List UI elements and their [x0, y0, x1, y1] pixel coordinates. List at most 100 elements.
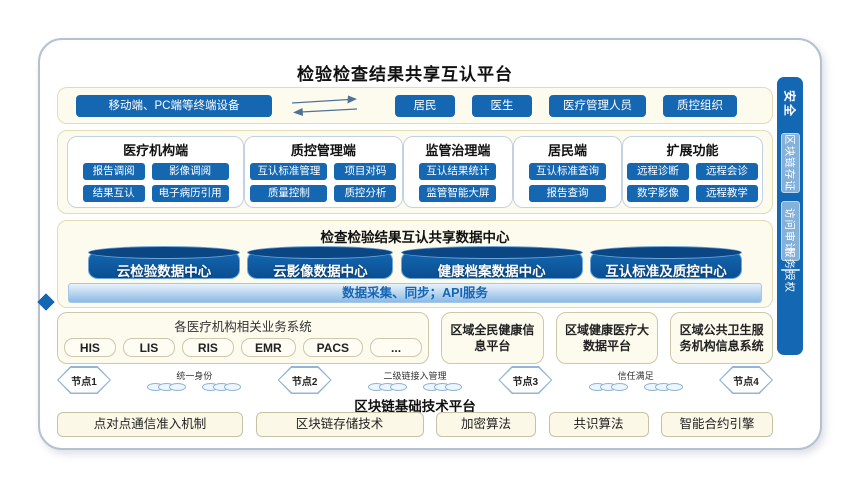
sync-arrows-icon: [291, 95, 358, 116]
component-box: 区块链存储技术: [255, 412, 424, 437]
hospital-systems-list: HIS LIS RIS EMR PACS...: [63, 338, 423, 357]
system-chip: PACS: [302, 338, 364, 357]
terminal-band: 移动端、PC端等终端设备 居民医生医疗管理人员质控组织: [57, 87, 773, 124]
node-label: 节点4: [720, 367, 772, 393]
component-box: 点对点通信准入机制: [57, 412, 243, 437]
node-label: 节点2: [279, 367, 331, 393]
chain-segment: 统一身份: [111, 369, 278, 391]
card-action-button[interactable]: 报告调阅: [82, 163, 145, 180]
chain-label: 统一身份: [176, 371, 213, 381]
client-card-title: 监管治理端: [425, 143, 491, 158]
security-label: 安全: [782, 89, 797, 119]
chain-segment: 信任满足: [552, 369, 719, 391]
chain-link-icon: [224, 383, 242, 391]
card-action-button[interactable]: 影像调阅: [151, 163, 229, 180]
data-center-title: 检查检验结果互认共享数据中心: [320, 230, 510, 245]
chain-links: [368, 383, 462, 391]
card-action-button[interactable]: 互认结果统计: [419, 163, 497, 180]
node-hexagon: 节点1: [57, 366, 111, 394]
data-cylinder[interactable]: 健康档案数据中心: [400, 246, 583, 279]
hospital-systems-box: 各医疗机构相关业务系统 HIS LIS RIS EMR PACS...: [57, 312, 429, 364]
data-cylinder-label: 云检验数据中心: [116, 264, 212, 279]
regional-platform-box: 区域全民健康信息平台: [441, 312, 544, 364]
client-card: 质控管理端互认标准管理项目对码质量控制质控分析: [244, 136, 403, 208]
system-chip: RIS: [181, 338, 234, 357]
component-box: 共识算法: [548, 412, 649, 437]
card-action-button[interactable]: 电子病历引用: [151, 185, 229, 202]
component-box: 智能合约引擎: [661, 412, 773, 437]
data-cylinder-label: 健康档案数据中心: [437, 264, 546, 279]
client-cards-band: 医疗机构端报告调阅影像调阅结果互认电子病历引用质控管理端互认标准管理项目对码质量…: [57, 130, 773, 214]
api-service-bar: 数据采集、同步；API服务: [68, 283, 762, 303]
client-card-buttons: 远程诊断远程会诊数字影像远程教学: [626, 163, 758, 202]
node-label: 节点1: [58, 367, 110, 393]
client-card-buttons: 互认标准管理项目对码质量控制质控分析: [250, 163, 397, 202]
data-cylinder[interactable]: 互认标准及质控中心: [589, 246, 742, 279]
data-cylinders: 云检验数据中心 云影像数据中心 健康档案数据中心 互认标准及质控中心: [88, 246, 742, 279]
role-button[interactable]: 医疗管理人员: [549, 94, 646, 117]
card-action-button[interactable]: 远程诊断: [626, 163, 689, 180]
card-action-button[interactable]: 项目对码: [334, 163, 397, 180]
security-item-label: 服务授权: [783, 247, 796, 293]
chain-link-icon: [445, 383, 462, 391]
node-label: 节点3: [499, 367, 551, 393]
component-box: 加密算法: [436, 412, 536, 437]
role-button[interactable]: 医生: [472, 94, 532, 117]
chain-links: [147, 383, 242, 391]
system-chip: EMR: [240, 338, 296, 357]
chain-segment: 二级链接入管理: [332, 369, 499, 391]
role-button[interactable]: 居民: [395, 94, 455, 117]
regional-platform-box: 区域健康医疗大数据平台: [555, 312, 659, 364]
card-action-button[interactable]: 报告查询: [529, 185, 607, 202]
page-title: 检验检查结果共享互认平台: [297, 65, 513, 84]
client-card-buttons: 互认标准查询报告查询: [529, 163, 607, 202]
card-action-button[interactable]: 互认标准查询: [529, 163, 607, 180]
node-hexagon: 节点4: [719, 366, 774, 394]
system-chip: HIS: [63, 338, 116, 357]
chain-link-group: [423, 383, 462, 391]
regional-platform-box: 区域公共卫生服务机构信息系统: [670, 312, 774, 364]
card-action-button[interactable]: 质量控制: [250, 185, 328, 202]
card-action-button[interactable]: 数字影像: [626, 185, 689, 202]
card-action-button[interactable]: 互认标准管理: [250, 163, 328, 180]
data-center-band: 检查检验结果互认共享数据中心 云检验数据中心 云影像数据中心 健康档案数据中心 互认标…: [57, 220, 773, 308]
data-cylinder-label: 云影像数据中心: [273, 264, 368, 279]
client-card-title: 医疗机构端: [123, 143, 189, 158]
system-chip: ...: [370, 338, 423, 357]
chain-link-icon: [610, 383, 628, 391]
chain-link-group: [368, 383, 407, 391]
card-action-button[interactable]: 监管智能大屏: [419, 185, 497, 202]
hospital-systems-title: 各医疗机构相关业务系统: [174, 320, 312, 334]
platform-frame: 检验检查结果共享互认平台 移动端、PC端等终端设备 居民医生医疗管理人员质控组织…: [37, 38, 822, 450]
connector-diamond: [37, 293, 55, 311]
data-cylinder[interactable]: 云检验数据中心: [88, 246, 240, 279]
data-cylinder[interactable]: 云影像数据中心: [247, 246, 394, 279]
chain-label: 信任满足: [617, 371, 654, 381]
security-item: 访问审计: [780, 201, 800, 261]
client-card-title: 扩展功能: [666, 143, 719, 158]
chain-link-icon: [665, 383, 683, 391]
node-hexagon: 节点3: [498, 366, 553, 394]
system-chip: LIS: [122, 338, 175, 357]
chain-link-icon: [390, 383, 407, 391]
security-item: 区块链存证: [780, 133, 800, 193]
role-buttons: 居民医生医疗管理人员质控组织: [378, 94, 754, 117]
client-card-buttons: 报告调阅影像调阅结果互认电子病历引用: [82, 163, 229, 202]
security-item: 服务授权: [780, 247, 800, 293]
chain-link-group: [147, 383, 187, 391]
data-cylinder-label: 互认标准及质控中心: [605, 264, 727, 279]
card-action-button[interactable]: 远程教学: [695, 185, 758, 202]
card-action-button[interactable]: 质控分析: [334, 185, 397, 202]
card-action-button[interactable]: 远程会诊: [695, 163, 758, 180]
client-card: 监管治理端互认结果统计监管智能大屏: [402, 136, 514, 208]
terminal-device-button[interactable]: 移动端、PC端等终端设备: [76, 94, 272, 117]
client-card-buttons: 互认结果统计监管智能大屏: [419, 163, 497, 202]
card-action-button[interactable]: 结果互认: [82, 185, 145, 202]
security-sidebar: 安全 区块链存证访问审计服务授权: [777, 77, 803, 355]
node-hexagon: 节点2: [277, 366, 332, 394]
role-button[interactable]: 质控组织: [663, 94, 737, 117]
source-systems-band: 各医疗机构相关业务系统 HIS LIS RIS EMR PACS... 区域全民健康信息…: [57, 312, 774, 364]
client-card: 居民端互认标准查询报告查询: [513, 136, 622, 208]
client-card-title: 质控管理端: [290, 143, 356, 158]
